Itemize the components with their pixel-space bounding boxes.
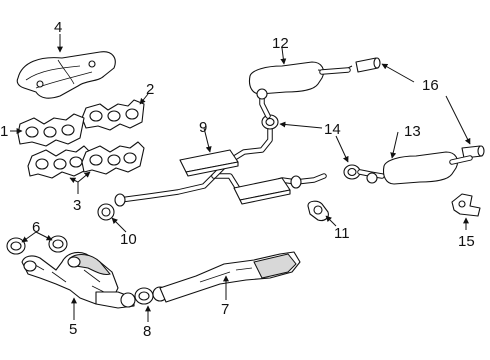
exhaust-tip-lower xyxy=(461,145,485,159)
callout-10: 10 xyxy=(120,231,137,248)
manifold-gasket-upper xyxy=(81,99,145,131)
gasket-ring-10 xyxy=(97,203,115,221)
callout-numbers: 1 2 3 4 5 6 7 8 9 10 11 12 13 14 15 16 xyxy=(0,19,475,340)
callout-14: 14 xyxy=(324,121,341,138)
manifold-gasket-left xyxy=(17,113,85,147)
callout-2: 2 xyxy=(146,81,154,98)
center-exhaust-pipe xyxy=(152,251,301,303)
callout-15: 15 xyxy=(458,233,475,250)
catalytic-converter-assembly xyxy=(21,251,136,309)
callout-5: 5 xyxy=(69,321,77,338)
muffler-right xyxy=(357,151,473,185)
callout-12: 12 xyxy=(272,35,289,52)
heat-shield xyxy=(16,51,116,99)
leader-lines xyxy=(10,34,471,322)
callout-16: 16 xyxy=(422,77,439,94)
manifold-gasket-lower-left xyxy=(27,145,91,179)
gasket-ring-a xyxy=(6,237,26,255)
callout-11: 11 xyxy=(334,225,350,242)
callout-13: 13 xyxy=(404,123,421,140)
callout-8: 8 xyxy=(143,323,151,340)
exhaust-hanger-11 xyxy=(307,200,329,222)
callout-7: 7 xyxy=(221,301,229,318)
gasket-ring-8 xyxy=(134,287,154,305)
intermediate-pipe-resonator xyxy=(114,125,327,207)
callout-4: 4 xyxy=(54,19,62,36)
gasket-ring-b xyxy=(48,235,68,253)
bracket-hanger-15 xyxy=(451,193,481,217)
callout-1: 1 xyxy=(0,123,8,140)
manifold-gasket-lower-right xyxy=(81,141,145,175)
callout-9: 9 xyxy=(199,119,207,136)
muffler-left xyxy=(248,61,353,119)
callout-6: 6 xyxy=(32,219,40,236)
exhaust-tip-upper xyxy=(355,57,381,73)
callout-3: 3 xyxy=(73,197,81,214)
gasket-ring-14b xyxy=(343,164,361,180)
